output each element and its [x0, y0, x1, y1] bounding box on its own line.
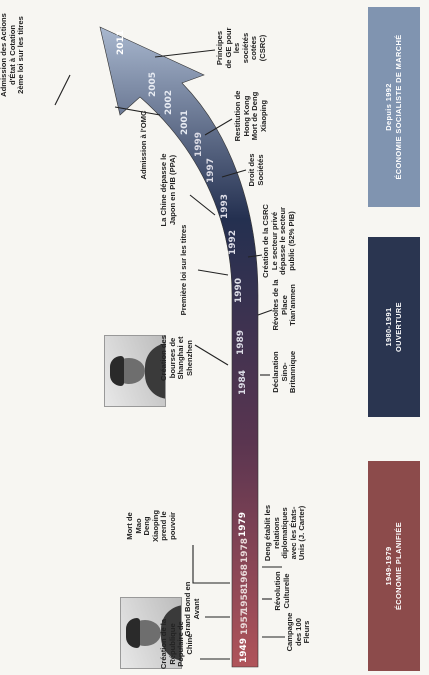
period-name: ÉCONOMIE SOCIALISTE DE MARCHÉ	[394, 7, 404, 207]
period-name: OUVERTURE	[394, 237, 404, 417]
year-1990: 1990	[234, 278, 244, 303]
connector-tiananmen	[258, 310, 272, 315]
event-premiere-loi: Première loi sur les titres	[180, 215, 189, 325]
event-omc: Admission à l'OMC	[140, 95, 149, 195]
year-2002: 2002	[164, 90, 174, 115]
year-1949: 1949	[239, 638, 249, 663]
year-1993: 1993	[220, 194, 230, 219]
connector-pib	[190, 195, 215, 215]
year-1989: 1989	[236, 330, 246, 355]
year-1978: 1978	[240, 538, 250, 563]
year-1958: 1958	[240, 588, 250, 613]
year-1957: 1957	[240, 610, 250, 635]
year-1999: 1999	[194, 132, 204, 157]
year-1984: 1984	[238, 370, 248, 395]
year-2001: 2001	[180, 110, 190, 135]
period-name: ÉCONOMIE PLANIFIÉE	[394, 461, 404, 671]
period-dates: 1980-1991	[384, 237, 394, 417]
period-economie-planifiee: 1949-1979 ÉCONOMIE PLANIFIÉE	[368, 461, 420, 671]
year-2005: 2005	[148, 72, 158, 97]
connector-ge	[155, 50, 215, 57]
period-dates: Depuis 1992	[384, 7, 394, 207]
year-1979: 1979	[238, 512, 248, 537]
year-1992: 1992	[228, 230, 238, 255]
period-ouverture: 1980-1991 OUVERTURE	[368, 237, 420, 417]
year-1968: 1968	[240, 564, 250, 589]
connector-titres	[198, 270, 228, 275]
connector-1978	[193, 545, 230, 583]
period-dates: 1949-1979	[384, 461, 394, 671]
period-economie-socialiste: Depuis 1992 ÉCONOMIE SOCIALISTE DE MARCH…	[368, 7, 420, 207]
year-2011: 2011	[116, 30, 126, 55]
year-1997: 1997	[206, 158, 216, 183]
portrait-deng-photo	[104, 335, 166, 407]
connector-bourses	[195, 345, 228, 365]
connector-actions	[55, 75, 70, 105]
